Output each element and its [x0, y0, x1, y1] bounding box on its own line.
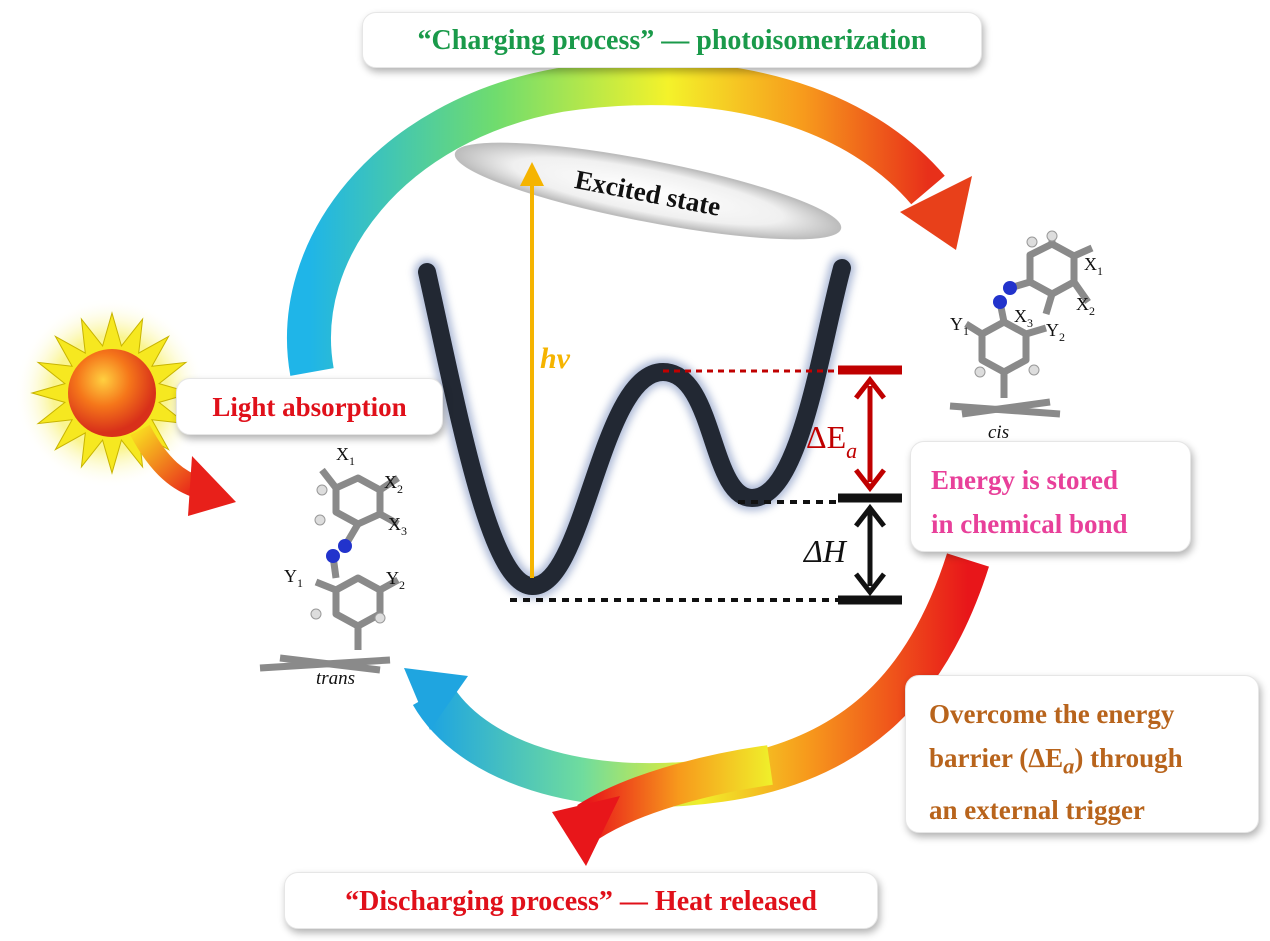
trans-x1-label: X1: [336, 444, 355, 468]
cis-x2-label: X2: [1076, 294, 1095, 318]
energy-stored-line-1: Energy is stored: [931, 465, 1118, 495]
cis-y1-label: Y1: [950, 314, 969, 338]
energy-level-lines: [510, 365, 902, 605]
cis-y2-label: Y2: [1046, 320, 1065, 344]
overcome-barrier-box: Overcome the energy barrier (ΔEa) throug…: [905, 675, 1259, 833]
excited-state-band: Excited state: [454, 142, 842, 240]
trans-x2-label: X2: [384, 472, 403, 496]
cis-x3-label: X3: [1014, 306, 1033, 330]
energy-stored-line-2: in chemical bond: [931, 509, 1128, 539]
cis-label: cis: [988, 422, 1009, 443]
charging-arc-arrow: [287, 61, 972, 376]
light-absorption-label: Light absorption: [212, 392, 407, 422]
delta-h-label: ΔH: [802, 533, 848, 569]
overcome-line-1: Overcome the energy: [929, 699, 1175, 729]
cis-x1-label: X1: [1084, 254, 1103, 278]
trans-label: trans: [316, 668, 355, 689]
energy-stored-box: Energy is stored in chemical bond: [910, 441, 1191, 552]
trans-x3-label: X3: [388, 514, 407, 538]
hv-arrow: hν: [520, 162, 571, 578]
overcome-line-3: an external trigger: [929, 795, 1145, 826]
overcome-line-2: barrier (ΔEa) through: [929, 743, 1183, 779]
trans-azobenzene-molecule: X1 X2 X3 Y1 Y2 trans: [259, 444, 407, 689]
enthalpy-arrow: ΔH: [802, 503, 886, 597]
cis-azobenzene-molecule: X1 X2 X3 Y1 Y2 cis: [949, 230, 1103, 443]
potential-energy-curve: [414, 255, 855, 599]
hv-label: hν: [540, 342, 571, 375]
discharging-arc-arrow: [404, 553, 989, 866]
charging-process-label: “Charging process” — photoisomerization: [417, 25, 927, 56]
discharging-process-label: “Discharging process” — Heat released: [345, 886, 817, 917]
activation-energy-arrow: ΔEa: [806, 375, 886, 493]
trans-y2-label: Y2: [386, 568, 405, 592]
delta-ea-label: ΔEa: [806, 419, 857, 463]
charging-process-box: “Charging process” — photoisomerization: [362, 12, 982, 68]
trans-y1-label: Y1: [284, 566, 303, 590]
discharging-process-box: “Discharging process” — Heat released: [284, 872, 878, 929]
sun-arrow-icon: [130, 424, 236, 516]
light-absorption-box: Light absorption: [176, 378, 443, 435]
